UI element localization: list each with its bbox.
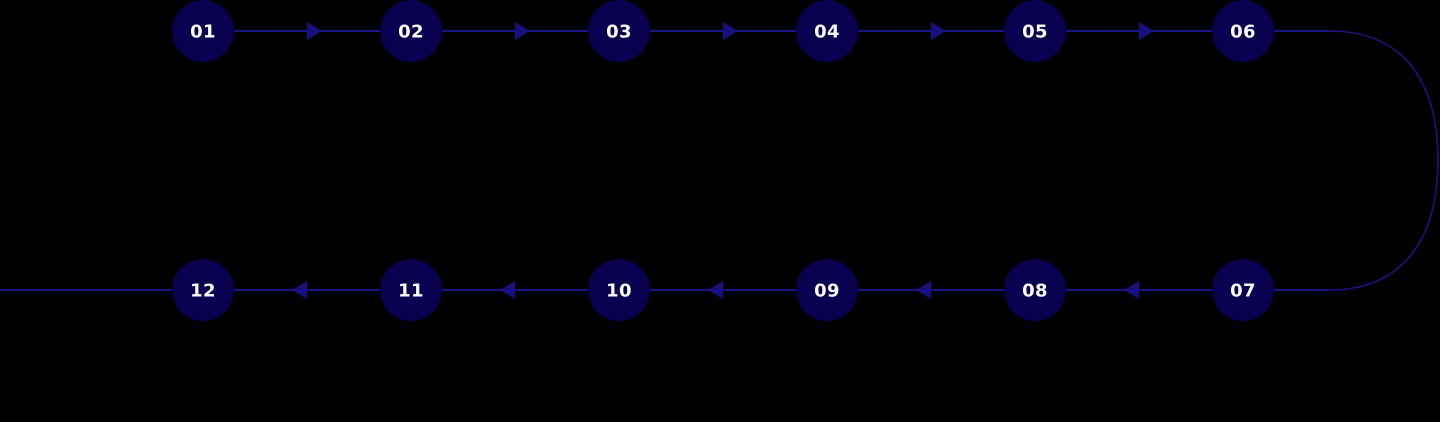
step-node-12[interactable]: 12 [172,259,234,321]
step-node-circle[interactable] [1212,0,1274,62]
step-node-label: 04 [814,22,840,43]
step-node-02[interactable]: 02 [380,0,442,62]
arrowhead-left-icon [500,281,515,299]
step-node-label: 07 [1230,281,1256,302]
step-node-08[interactable]: 08 [1004,259,1066,321]
step-node-circle[interactable] [588,0,650,62]
arrowhead-right-icon [931,22,946,40]
step-node-10[interactable]: 10 [588,259,650,321]
step-node-label: 01 [190,22,216,43]
step-node-05[interactable]: 05 [1004,0,1066,62]
nodes-layer: 01 02 03 04 05 06 07 08 09 10 11 12 [172,0,1274,321]
step-node-04[interactable]: 04 [796,0,858,62]
step-node-label: 03 [606,22,632,43]
arrowhead-left-icon [292,281,307,299]
arrowheads-layer [292,22,1154,299]
step-node-11[interactable]: 11 [380,259,442,321]
step-node-circle[interactable] [1004,259,1066,321]
arrowhead-right-icon [723,22,738,40]
step-node-circle[interactable] [172,0,234,62]
step-node-circle[interactable] [380,259,442,321]
step-node-label: 11 [398,281,424,302]
step-node-label: 06 [1230,22,1256,43]
step-node-circle[interactable] [380,0,442,62]
step-node-circle[interactable] [796,259,858,321]
connectors-layer [0,30,1330,291]
step-node-label: 09 [814,281,840,302]
step-node-label: 02 [398,22,424,43]
turn-curve-layer [1329,30,1439,291]
step-node-01[interactable]: 01 [172,0,234,62]
step-node-circle[interactable] [1212,259,1274,321]
arrowhead-left-icon [916,281,931,299]
step-node-circle[interactable] [172,259,234,321]
arrowhead-right-icon [1139,22,1154,40]
step-node-09[interactable]: 09 [796,259,858,321]
step-node-circle[interactable] [588,259,650,321]
arrowhead-right-icon [307,22,322,40]
step-node-circle[interactable] [796,0,858,62]
step-node-07[interactable]: 07 [1212,259,1274,321]
step-node-label: 05 [1022,22,1048,43]
step-node-03[interactable]: 03 [588,0,650,62]
step-node-label: 08 [1022,281,1048,302]
arrowhead-left-icon [708,281,723,299]
arrowhead-left-icon [1124,281,1139,299]
step-node-label: 12 [190,281,216,302]
step-node-06[interactable]: 06 [1212,0,1274,62]
step-node-label: 10 [606,281,632,302]
arrowhead-right-icon [515,22,530,40]
step-node-circle[interactable] [1004,0,1066,62]
turn-curve [1329,30,1439,291]
